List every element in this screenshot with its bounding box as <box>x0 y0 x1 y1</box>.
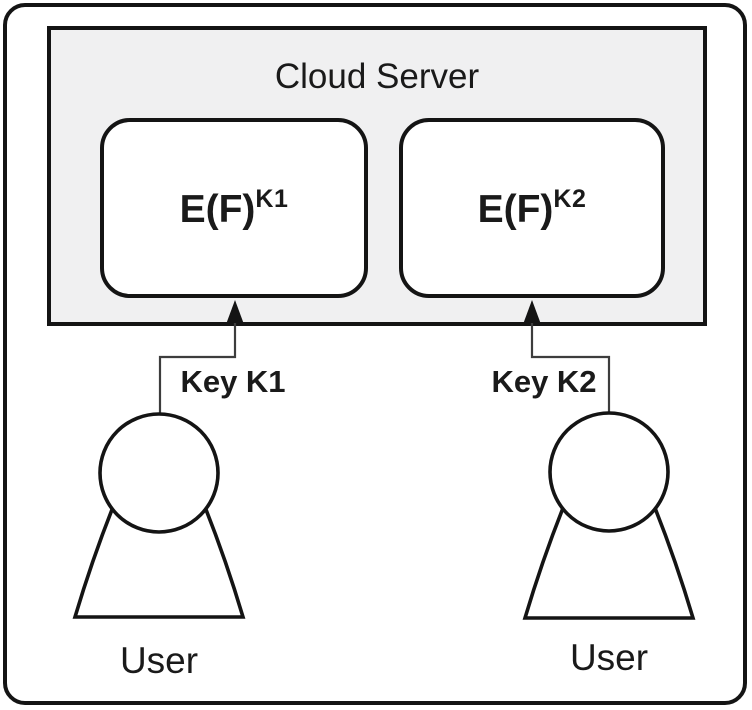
cloud-server-title: Cloud Server <box>274 57 480 96</box>
user-label-right: User <box>569 637 649 678</box>
user-label-left: User <box>119 640 199 681</box>
encrypted-file-superscript-k1: K1 <box>255 184 289 213</box>
encrypted-file-box-k2: E(F)K2 <box>399 118 665 298</box>
encrypted-file-superscript-k2: K2 <box>553 184 587 213</box>
encrypted-file-base-k1: E(F) <box>179 187 256 231</box>
encrypted-file-base-k2: E(F) <box>477 187 554 231</box>
key-label-k1: Key K1 <box>180 364 286 399</box>
encrypted-file-label-k1: E(F)K1 <box>180 185 289 232</box>
key-label-k2: Key K2 <box>491 364 597 399</box>
encrypted-file-label-k2: E(F)K2 <box>478 185 587 232</box>
encrypted-file-box-k1: E(F)K1 <box>100 118 368 298</box>
